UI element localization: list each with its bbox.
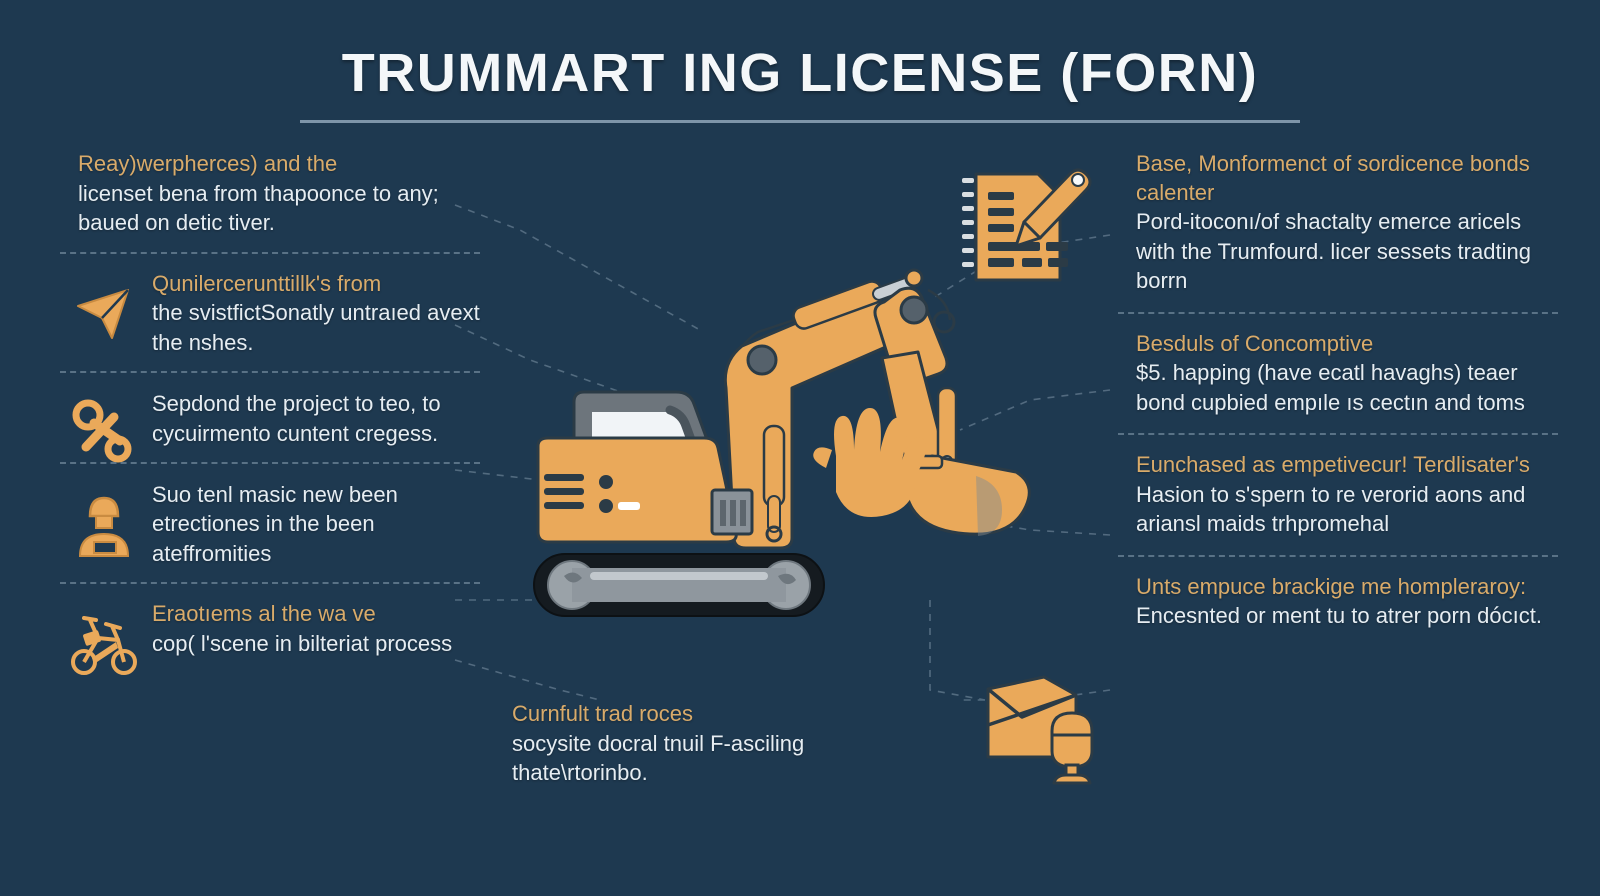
left-block-2: Qunilercerunttillk's from the svistfictS…: [60, 270, 480, 358]
right-block-1-body: Pord-itoconı/of shactalty emerce aricels…: [1136, 209, 1531, 294]
right-block-2: Besduls of Concomptive $5. happing (have…: [1118, 330, 1558, 418]
right-block-3: Eunchased as empetivecur! Terdlisater's …: [1118, 451, 1558, 539]
right-divider-3: [1118, 554, 1558, 557]
right-block-3-body: Hasion to s'spern to re verorid aons and…: [1136, 481, 1526, 537]
right-block-4-heading: Unts empuce brackige me hompleraroy:: [1136, 573, 1527, 599]
left-column: Reay)werpherces) and the licenset bena f…: [60, 150, 480, 676]
right-divider-2: [1118, 433, 1558, 436]
right-block-1: Base, Monformenct of sordicence bonds ca…: [1118, 150, 1558, 296]
right-block-4: Unts empuce brackige me hompleraroy: Enc…: [1118, 573, 1558, 631]
left-block-5: Eraotıems al the wa ve cop( l'scene in b…: [60, 600, 480, 676]
left-divider-2: [60, 371, 480, 374]
paper-plane-icon: [68, 276, 140, 348]
left-block-3: Sepdond the project to teo, to cycuirmen…: [60, 389, 480, 463]
page-title-wrap: TRUMMART ING LICENSE (FORN): [0, 42, 1600, 123]
left-block-1-heading: Reay)werpherces) and the: [78, 151, 338, 176]
document-with-pen-icon: [950, 160, 1095, 285]
left-divider-1: [60, 251, 480, 254]
left-block-2-body: the svistfictSonatly untraıed avext the …: [152, 300, 480, 355]
center-caption-body: socysite docral tnuil F-asciling thate\r…: [512, 730, 805, 786]
center-caption-heading: Curnfult trad roces: [512, 701, 693, 726]
right-divider-1: [1118, 311, 1558, 314]
right-column: Base, Monformenct of sordicence bonds ca…: [1118, 150, 1558, 631]
left-block-5-heading: Eraotıems al the wa ve: [152, 601, 376, 627]
worker-helmet-icon: [68, 486, 140, 558]
envelope-with-trophy-icon: [960, 655, 1120, 790]
right-block-3-heading: Eunchased as empetivecur! Terdlisater's: [1136, 452, 1530, 478]
left-block-1: Reay)werpherces) and the licenset bena f…: [60, 150, 480, 238]
right-block-2-body: $5. happing (have ecatl havaghs) teaer b…: [1136, 360, 1525, 415]
scissors-icon: [68, 395, 140, 467]
right-block-2-heading: Besduls of Concomptive: [1136, 330, 1374, 356]
left-block-1-body: licenset bena from thapoonce to any; bau…: [78, 180, 439, 236]
left-block-4-body: Suo tenl masic new been etrectiones in t…: [152, 482, 398, 566]
right-block-1-heading: Base, Monformenct of sordicence bonds ca…: [1136, 151, 1530, 205]
center-caption: Curnfult trad roces socysite docral tnui…: [512, 700, 842, 788]
left-block-5-body: cop( l'scene in bilteriat process: [152, 631, 453, 656]
left-divider-3: [60, 462, 480, 464]
left-block-2-heading: Qunilercerunttillk's from: [152, 270, 382, 296]
left-divider-4: [60, 582, 480, 585]
left-block-3-body: Sepdond the project to teo, to cycuirmen…: [152, 391, 441, 446]
bicycle-icon: [68, 606, 140, 678]
title-underline: [300, 120, 1300, 123]
excavator-illustration: [520, 260, 1060, 630]
page-title: TRUMMART ING LICENSE (FORN): [341, 43, 1259, 103]
left-block-4: Suo tenl masic new been etrectiones in t…: [60, 480, 480, 568]
right-block-4-body: Encesnted or ment tu to atrer porn dócıc…: [1136, 603, 1542, 629]
